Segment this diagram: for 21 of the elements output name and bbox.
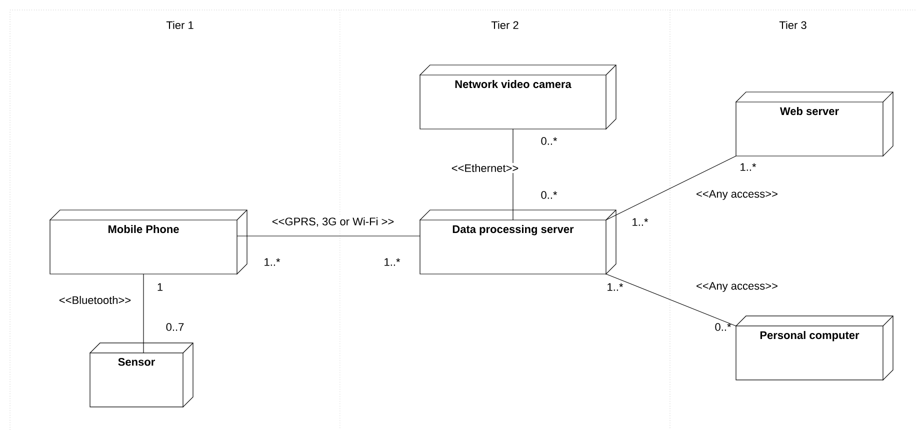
edge-label: <<Ethernet>> [450, 162, 520, 174]
multiplicity-label: 1..* [740, 163, 756, 171]
connector-line [143, 274, 144, 354]
node-box: Sensor [90, 342, 194, 408]
edge-label: <<Any access>> [695, 281, 779, 293]
multiplicity-label: 0..* [541, 191, 558, 199]
connector-line [606, 156, 736, 220]
multiplicity-label: 1..* [264, 258, 280, 266]
edge-label: <<Any access>> [695, 189, 779, 201]
multiplicity-label: 1..* [608, 283, 624, 291]
multiplicity-label: 1..* [384, 258, 400, 266]
tier-label: Tier 3 [779, 20, 806, 30]
tier-label: Tier 2 [491, 20, 518, 30]
edge-label: <<Bluetooth>> [58, 294, 132, 306]
edge-label: <<GPRS, 3G or Wi-Fi >> [270, 216, 396, 228]
connector-line [606, 274, 736, 326]
multiplicity-label: 0..* [715, 323, 732, 331]
connector-line [512, 128, 514, 220]
multiplicity-label: 0..7 [166, 323, 184, 331]
tier-label: Tier 1 [166, 20, 194, 30]
multiplicity-label: 1..* [632, 218, 648, 226]
